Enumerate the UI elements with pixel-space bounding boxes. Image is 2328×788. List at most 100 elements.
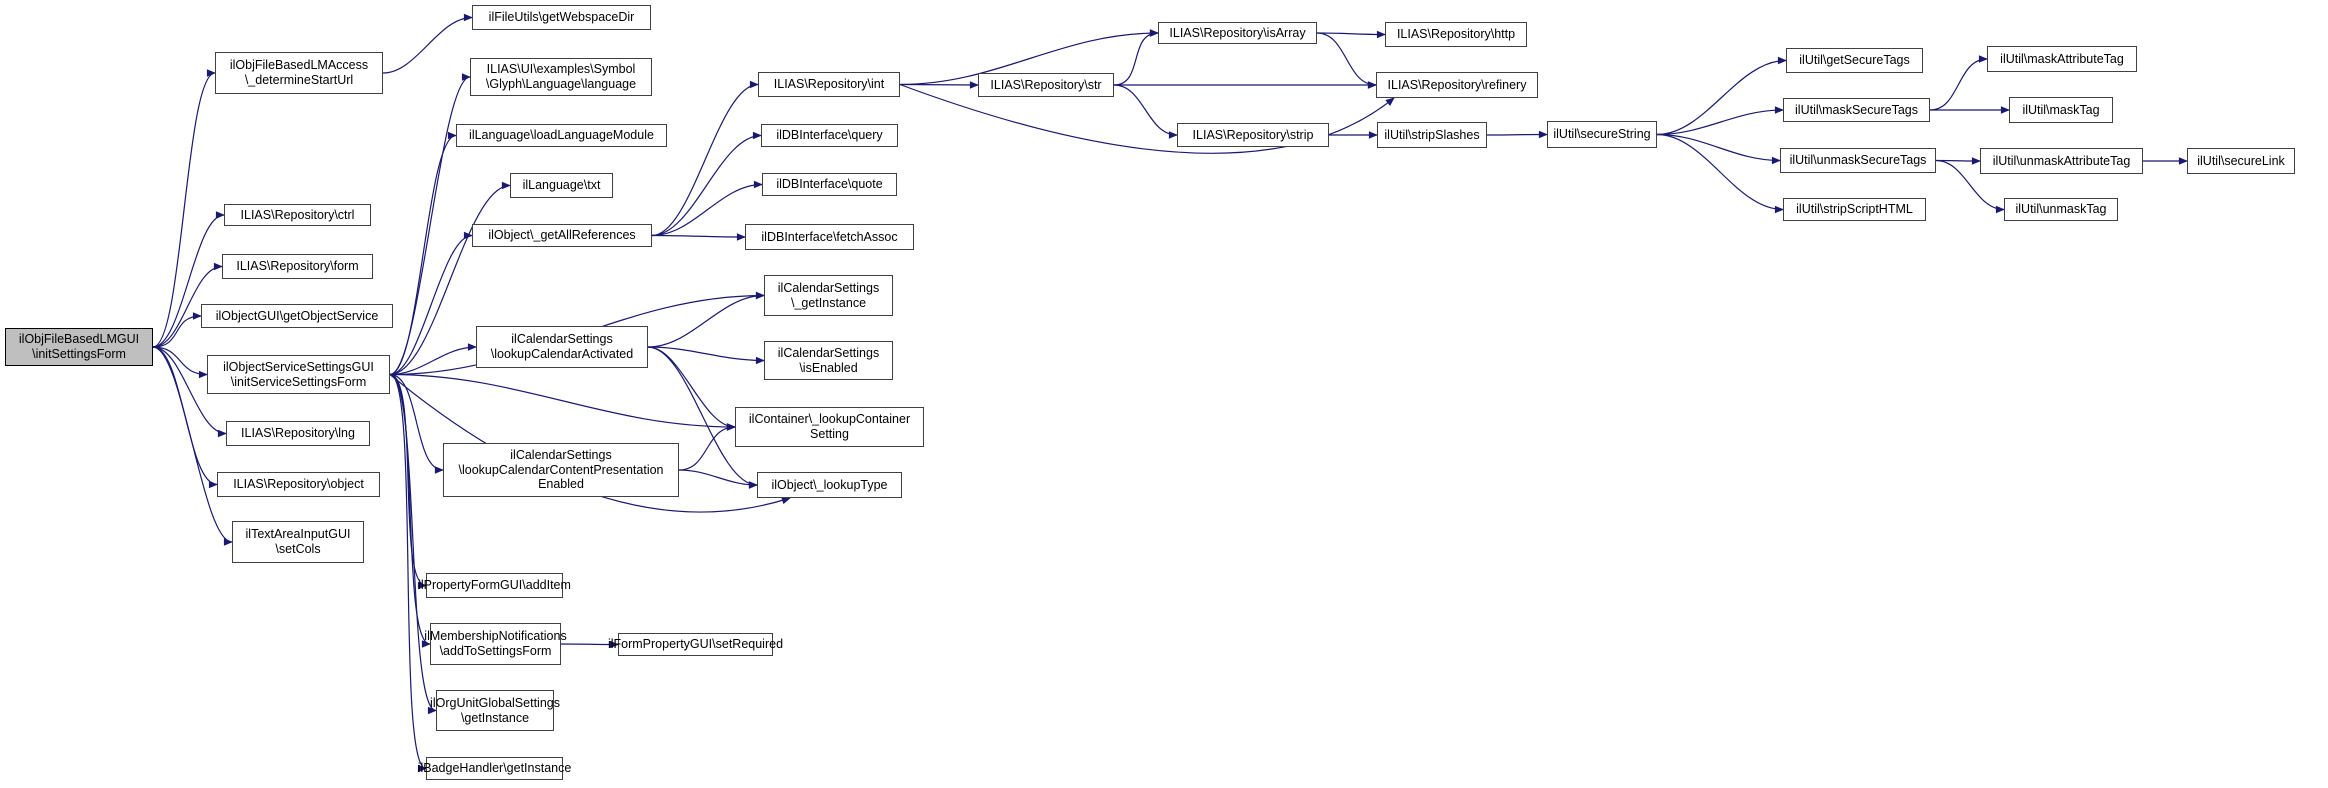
node-loadLanguageModule[interactable]: ilLanguage\loadLanguageModule — [456, 124, 667, 147]
edge-isArray-http — [1316, 30, 1386, 39]
node-str[interactable]: ILIAS\Repository\str — [978, 73, 1114, 97]
node-unmaskAttributeTag[interactable]: ilUtil\unmaskAttributeTag — [1980, 148, 2143, 174]
node-label-line: ilContainer\_lookupContainer — [748, 412, 911, 427]
node-maskTag[interactable]: ilUtil\maskTag — [2009, 97, 2113, 123]
node-addItem[interactable]: ilPropertyFormGUI\addItem — [418, 573, 571, 598]
edge-initServiceSettingsForm-lookupContainerSetting — [389, 373, 736, 431]
node-label-line: \getInstance — [460, 710, 530, 725]
node-int[interactable]: ILIAS\Repository\int — [758, 72, 900, 97]
node-isEnabled[interactable]: ilCalendarSettings\isEnabled — [764, 341, 893, 380]
node-label-line: ilCalendarSettings — [510, 447, 612, 462]
node-label-line: ILIAS\Repository\ctrl — [240, 207, 355, 222]
node-label-line: ilObject\_getAllReferences — [488, 228, 636, 243]
node-getAllReferences[interactable]: ilObject\_getAllReferences — [472, 224, 652, 247]
edge-initServiceSettingsForm-lookupCalendarContentPresentationEnabled — [389, 373, 444, 474]
edge-initSettingsForm-determineStartUrl — [152, 69, 216, 348]
node-strip[interactable]: ILIAS\Repository\strip — [1177, 123, 1329, 147]
edge-int-isArray — [899, 29, 1159, 86]
node-http[interactable]: ILIAS\Repository\http — [1385, 22, 1527, 47]
edge-determineStartUrl-getWebspaceDir — [382, 13, 473, 74]
node-setRequired[interactable]: ilFormPropertyGUI\setRequired — [608, 633, 783, 656]
edge-lookupCalendarActivated-lookupContainerSetting — [647, 346, 736, 431]
node-label-line: ilUtil\maskAttributeTag — [2000, 51, 2124, 66]
node-quote[interactable]: ilDBInterface\quote — [762, 173, 897, 196]
node-refinery[interactable]: ILIAS\Repository\refinery — [1376, 72, 1538, 98]
node-stripSlashes[interactable]: ilUtil\stripSlashes — [1377, 122, 1487, 148]
edge-initServiceSettingsForm-loadLanguageModule — [389, 131, 457, 376]
node-unmaskSecureTags[interactable]: ilUtil\unmaskSecureTags — [1780, 148, 1936, 173]
node-label-line: ilUtil\unmaskSecureTags — [1789, 153, 1927, 168]
node-maskAttributeTag[interactable]: ilUtil\maskAttributeTag — [1987, 46, 2137, 72]
node-label-line: ILIAS\Repository\object — [233, 477, 364, 492]
node-label-line: \lookupCalendarContentPresentation — [458, 462, 664, 477]
node-label-line: ILIAS\Repository\refinery — [1387, 77, 1527, 92]
node-label-line: ilObjFileBasedLMGUI — [18, 332, 140, 347]
edge-getAllReferences-int — [651, 80, 759, 237]
node-stripScriptHTML[interactable]: ilUtil\stripScriptHTML — [1783, 198, 1926, 221]
node-label-line: ilFormPropertyGUI\setRequired — [607, 637, 784, 652]
edge-initServiceSettingsForm-lookupCalendarActivated — [389, 343, 477, 376]
edge-initSettingsForm-lng — [152, 346, 227, 438]
node-secureString[interactable]: ilUtil\secureString — [1547, 121, 1657, 148]
node-calGetInstance[interactable]: ilCalendarSettings\_getInstance — [764, 275, 893, 316]
node-label-line: \setCols — [275, 542, 321, 556]
node-label-line: ilUtil\secureLink — [2197, 153, 2285, 168]
node-lookupCalendarActivated[interactable]: ilCalendarSettings\lookupCalendarActivat… — [476, 326, 648, 368]
node-label-line: ILIAS\Repository\strip — [1192, 127, 1314, 142]
edge-secureString-maskSecureTags — [1656, 106, 1784, 136]
node-lng[interactable]: ILIAS\Repository\lng — [226, 421, 370, 446]
node-getObjectService[interactable]: ilObjectGUI\getObjectService — [201, 304, 393, 328]
node-addToSettingsForm[interactable]: ilMembershipNotifications\addToSettingsF… — [424, 623, 567, 665]
node-label-line: ilObject\_lookupType — [771, 477, 888, 492]
node-secureLink[interactable]: ilUtil\secureLink — [2187, 148, 2295, 174]
node-label-line: ilDBInterface\query — [776, 128, 883, 143]
node-getWebspaceDir[interactable]: ilFileUtils\getWebspaceDir — [472, 5, 651, 30]
node-label-line: Setting — [810, 427, 849, 441]
node-form[interactable]: ILIAS\Repository\form — [222, 254, 373, 279]
edge-initSettingsForm-initServiceSettingsForm — [152, 346, 208, 379]
edge-lookupCalendarContentPresentationEnabled-lookupContainerSetting — [678, 423, 736, 471]
node-badgeGetInstance[interactable]: ilBadgeHandler\getInstance — [418, 757, 571, 780]
node-lookupType[interactable]: ilObject\_lookupType — [757, 472, 902, 498]
edge-maskSecureTags-maskAttributeTag — [1929, 55, 1988, 111]
node-determineStartUrl[interactable]: ilObjFileBasedLMAccess\_determineStartUr… — [215, 52, 383, 94]
edge-initServiceSettingsForm-txt — [389, 181, 511, 376]
node-label-line: ilLanguage\txt — [522, 178, 601, 193]
node-lookupCalendarContentPresentationEnabled[interactable]: ilCalendarSettings\lookupCalendarContent… — [443, 443, 679, 497]
edge-secureString-unmaskSecureTags — [1656, 133, 1781, 165]
node-language[interactable]: ILIAS\UI\examples\Symbol\Glyph\Language\… — [470, 58, 652, 96]
node-maskSecureTags[interactable]: ilUtil\maskSecureTags — [1783, 98, 1930, 122]
edge-str-strip — [1113, 84, 1178, 139]
node-unmaskTag[interactable]: ilUtil\unmaskTag — [2004, 198, 2118, 221]
node-label-line: \initServiceSettingsForm — [230, 374, 367, 389]
node-label-line: ilUtil\unmaskTag — [2015, 202, 2107, 217]
edge-unmaskSecureTags-unmaskAttributeTag — [1935, 157, 1981, 165]
node-setCols[interactable]: ilTextAreaInputGUI\setCols — [232, 521, 364, 563]
node-getSecureTags[interactable]: ilUtil\getSecureTags — [1786, 48, 1923, 73]
edge-lookupCalendarActivated-isEnabled — [647, 346, 765, 365]
node-orgUnitGetInstance[interactable]: ilOrgUnitGlobalSettings\getInstance — [430, 690, 560, 731]
node-label-line: ilDBInterface\fetchAssoc — [761, 229, 898, 244]
node-isArray[interactable]: ILIAS\Repository\isArray — [1158, 22, 1317, 44]
node-label-line: ilUtil\maskTag — [2022, 102, 2100, 117]
node-initSettingsForm[interactable]: ilObjFileBasedLMGUI\initSettingsForm — [5, 328, 153, 366]
node-label-line: \initSettingsForm — [32, 347, 126, 361]
edge-stripSlashes-secureString — [1486, 130, 1548, 139]
node-label-line: ilCalendarSettings — [777, 345, 880, 360]
edge-initSettingsForm-setCols — [152, 346, 233, 546]
node-initServiceSettingsForm[interactable]: ilObjectServiceSettingsGUI\initServiceSe… — [207, 355, 390, 394]
node-ctrl[interactable]: ILIAS\Repository\ctrl — [224, 204, 371, 226]
node-label-line: \isEnabled — [799, 360, 858, 375]
node-object[interactable]: ILIAS\Repository\object — [217, 472, 380, 497]
node-fetchAssoc[interactable]: ilDBInterface\fetchAssoc — [745, 224, 914, 250]
node-query[interactable]: ilDBInterface\query — [761, 124, 898, 147]
node-label-line: ilFileUtils\getWebspaceDir — [488, 10, 635, 25]
node-txt[interactable]: ilLanguage\txt — [510, 173, 613, 198]
node-label-line: ilObjFileBasedLMAccess — [229, 58, 369, 73]
node-label-line: ilUtil\getSecureTags — [1799, 53, 1910, 68]
edge-lookupCalendarActivated-calGetInstance — [647, 291, 765, 348]
node-label-line: \_determineStartUrl — [244, 73, 354, 87]
edge-initServiceSettingsForm-language — [389, 73, 471, 376]
